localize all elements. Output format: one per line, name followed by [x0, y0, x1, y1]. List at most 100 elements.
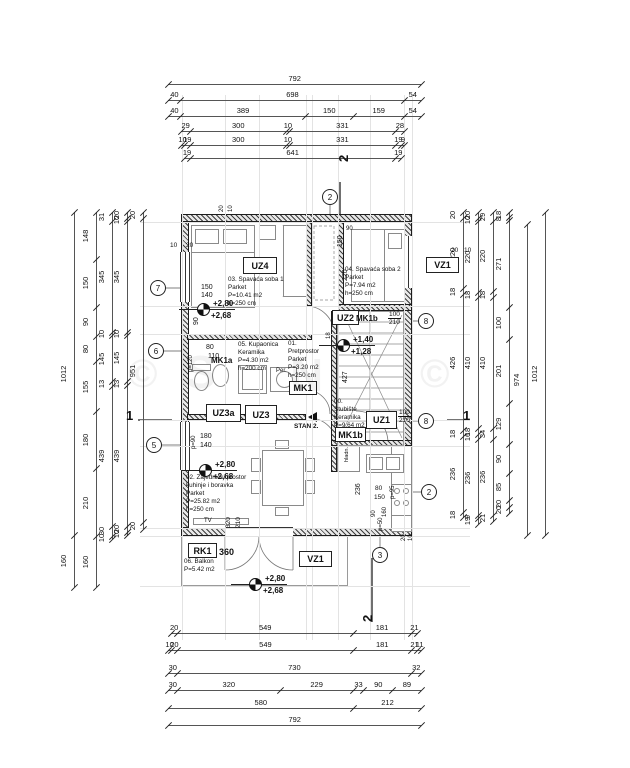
- pillow: [388, 233, 402, 249]
- dim-label: 159: [372, 106, 385, 115]
- tag-mk1: MK1: [289, 381, 317, 395]
- elevation-marker-icon: [337, 339, 350, 352]
- dim-label: 345: [112, 270, 121, 284]
- dim-label: 19: [394, 135, 403, 144]
- bubble-2: 2: [322, 189, 338, 205]
- room-label-line: 03. Spavaća soba 1: [228, 276, 284, 283]
- dim-label: 20: [448, 211, 457, 220]
- inline-dim: 427: [342, 371, 349, 383]
- dim-label: 20: [170, 640, 179, 649]
- dim-label: 271: [494, 257, 503, 270]
- bed-line: [191, 252, 255, 253]
- inline-dim: 150: [374, 494, 385, 501]
- dim-label: 236: [463, 471, 472, 484]
- dim-label: 18: [448, 429, 457, 438]
- dim-label: 28: [395, 121, 405, 130]
- dim-label: 20: [170, 623, 179, 632]
- bubble-8: 8: [418, 413, 434, 429]
- room-label-line: Keramika: [238, 349, 265, 356]
- dim-label: 180: [81, 433, 90, 447]
- inline-dim: 140: [200, 442, 212, 449]
- dim-label: 236: [478, 471, 487, 484]
- dim-label: 229: [310, 680, 323, 689]
- dim-label: 18: [448, 287, 457, 296]
- inline-dim: 210: [235, 517, 242, 528]
- bubble-7: 7: [150, 280, 166, 296]
- dim-label: 20: [128, 521, 137, 531]
- room-label-line: h=250 cm: [288, 372, 316, 379]
- text-hladn: hladn.: [344, 447, 350, 462]
- room-label-line: Parket: [288, 356, 307, 363]
- fraction-part: 100: [388, 311, 401, 319]
- dim-line-b1: [171, 633, 418, 634]
- dim-label: 155: [81, 380, 90, 393]
- dim-label: 320: [222, 680, 236, 689]
- inline-dim: 90: [346, 226, 353, 232]
- tag-mk1b: MK1b: [335, 427, 366, 442]
- dim-label: 300: [232, 135, 245, 144]
- text-stan2: STAN 2.: [294, 423, 319, 430]
- room-label-line: 05. Kupaonica: [238, 341, 279, 348]
- dim-label: 792: [288, 74, 301, 83]
- inline-dim: 110: [208, 353, 220, 360]
- elevation-below: +2,68: [213, 472, 234, 481]
- extension-line: [140, 420, 470, 421]
- dim-label: 150: [323, 106, 336, 115]
- dim-label: 951: [128, 364, 137, 377]
- extension-line: [370, 95, 371, 640]
- text-mk1a: MK1a: [211, 356, 233, 365]
- dim-label: 29: [181, 121, 190, 130]
- room-label-line: kuhinje i boravka: [186, 482, 234, 489]
- elevation-marker-icon: [249, 578, 262, 591]
- dim-label: 300: [232, 121, 245, 130]
- inline-dim: 10: [464, 247, 472, 254]
- room-label-line: Keramika: [334, 414, 361, 421]
- burner: [403, 488, 409, 494]
- fraction-part: 100: [398, 409, 411, 417]
- dim-line-l4: [127, 212, 128, 536]
- tag-rk1: RK1: [188, 543, 217, 558]
- room-label-line: P=4.30 m2: [238, 357, 269, 364]
- dim-label: 19: [394, 148, 403, 157]
- dim-line-t2: [168, 100, 422, 101]
- shower-inner: [242, 369, 263, 390]
- dim-label: 331: [336, 121, 349, 130]
- dim-label: 410: [478, 356, 487, 370]
- dim-label: 54: [408, 90, 417, 99]
- room-label-line: Parket: [228, 284, 247, 291]
- room-label-line: 01.: [288, 340, 297, 347]
- room-label-line: h=250 cm: [186, 506, 214, 513]
- inline-dim: p=90: [191, 435, 197, 449]
- inline-dim: 236: [355, 483, 362, 495]
- dim-label: 641: [286, 148, 299, 157]
- inline-dim: 10: [170, 242, 178, 249]
- sink-basin: [369, 457, 383, 470]
- dim-label: 345: [97, 270, 106, 284]
- dim-label: 10: [97, 329, 106, 339]
- chair: [305, 458, 315, 472]
- dim-label: 34: [478, 429, 487, 439]
- chair: [305, 480, 315, 494]
- dim-label: 19: [183, 135, 192, 144]
- dim-label: 389: [236, 106, 250, 115]
- tag-uz3: UZ3: [245, 405, 277, 424]
- room-label-line: 02. Zajednički prostor: [186, 474, 247, 481]
- extension-line: [259, 95, 260, 640]
- dim-label: 1012: [530, 365, 539, 383]
- dim-label: 19: [182, 148, 192, 157]
- extension-line: [412, 95, 413, 640]
- dim-line-b5: [168, 708, 422, 709]
- dim-label: 160: [81, 555, 90, 569]
- tv-cabinet: [193, 518, 249, 525]
- bubble-2: 2: [421, 484, 437, 500]
- dim-line-t4: [181, 131, 405, 132]
- elevation-below: +2,68: [263, 586, 284, 595]
- tag-uz1: UZ1: [366, 411, 397, 429]
- tag-uz4: UZ4: [243, 257, 277, 274]
- elevation-below: +2,68: [211, 311, 232, 320]
- dim-label: 426: [448, 356, 457, 369]
